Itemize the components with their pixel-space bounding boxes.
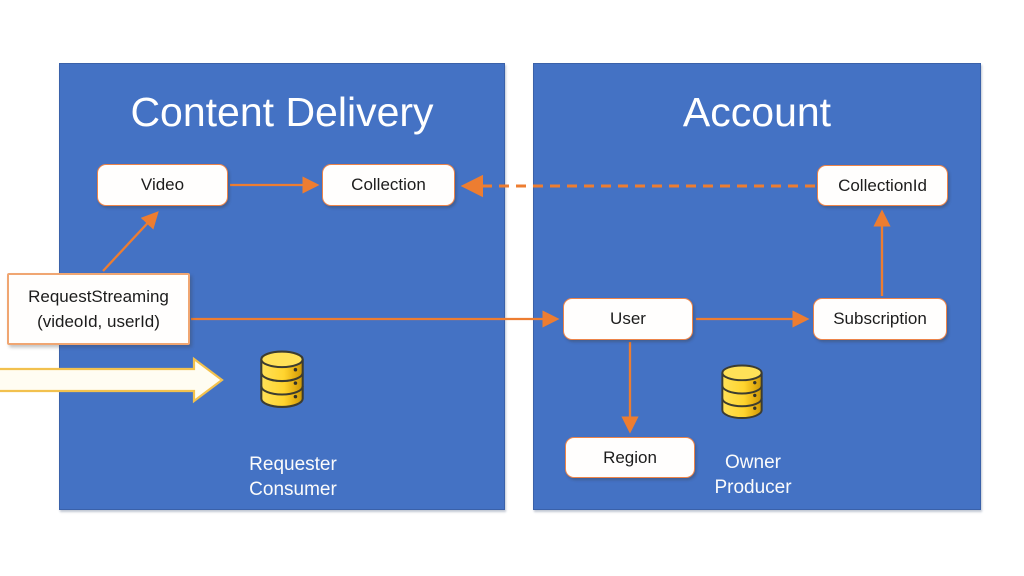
caption-owner-producer: Owner Producer — [683, 450, 823, 500]
node-user-label: User — [610, 309, 646, 328]
database-icon — [258, 349, 306, 409]
node-collectionid: CollectionId — [817, 165, 948, 206]
caption-owner-line2: Producer — [714, 477, 792, 498]
node-user: User — [563, 298, 693, 340]
node-request-streaming-line1: RequestStreaming — [28, 286, 169, 306]
node-video-label: Video — [140, 175, 185, 194]
node-collectionid-label: CollectionId — [838, 175, 927, 195]
panel-title-account: Account — [682, 89, 832, 135]
node-video: Video — [97, 164, 228, 206]
node-subscription-label: Subscription — [833, 309, 927, 328]
node-region-label: Region — [603, 447, 657, 467]
node-request-streaming: RequestStreaming (videoId, userId) — [7, 273, 190, 345]
database-icon — [719, 363, 765, 420]
node-collection-label: Collection — [351, 175, 426, 194]
node-collection: Collection — [322, 164, 455, 206]
caption-requester-line2: Consumer — [249, 479, 337, 500]
panel-title-content-delivery: Content Delivery — [130, 89, 434, 135]
caption-owner-line1: Owner — [725, 452, 781, 473]
caption-requester-consumer: Requester Consumer — [223, 452, 363, 502]
panel-account: Account — [533, 63, 981, 510]
node-region: Region — [565, 437, 695, 478]
node-subscription: Subscription — [813, 298, 947, 340]
node-request-streaming-line2: (videoId, userId) — [37, 312, 160, 331]
caption-requester-line1: Requester — [249, 454, 337, 475]
